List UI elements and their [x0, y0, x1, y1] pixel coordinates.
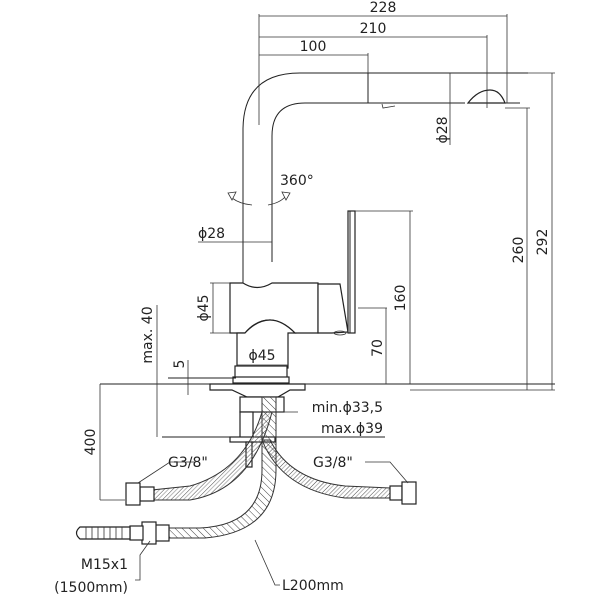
fitting-right-sleeve [389, 485, 403, 501]
lever-plate [347, 210, 356, 334]
dim-gasket: 5 [172, 360, 188, 369]
dim-hole-min: min.ϕ33,5 [312, 400, 383, 416]
dim-overall-reach: 228 [370, 0, 397, 16]
faucet-body [229, 72, 528, 384]
dim-column-diameter: ϕ28 [198, 226, 225, 242]
hoses [75, 396, 417, 545]
label-left-thread: G3/8" [168, 455, 208, 471]
dim-base-diameter: ϕ45 [248, 348, 275, 364]
fitting-left-nut [125, 482, 141, 506]
lever-handle [317, 283, 349, 334]
spout-inner [271, 102, 465, 262]
label-hose-length: L200mm [282, 578, 344, 594]
dimension-lines [99, 14, 555, 586]
connection-labels: G3/8" G3/8" M15x1 (1500mm) L200mm [54, 455, 353, 596]
dim-overall-height: 292 [535, 229, 551, 256]
pullout-ferrule [129, 525, 144, 541]
base-neck [236, 319, 297, 369]
dim-body-diameter: ϕ45 [196, 294, 212, 321]
spray-head [466, 89, 506, 104]
base-collar [232, 376, 290, 384]
base-ring [234, 365, 288, 379]
spout-button [381, 103, 396, 109]
mounting-flange [209, 383, 306, 398]
pullout-nut [141, 521, 157, 545]
dim-spout-outlet-height: 260 [511, 237, 527, 264]
hose-left [151, 411, 273, 501]
pullout-sleeve [154, 524, 170, 542]
spout-outline [242, 72, 528, 290]
dim-spout-diameter: ϕ28 [435, 116, 451, 143]
dim-hole-max: max.ϕ39 [321, 421, 383, 437]
threaded-rod [239, 411, 254, 441]
hose-pullout [167, 396, 277, 539]
fitting-right-nut [401, 481, 417, 505]
label-pullout-thread: M15x1 [81, 557, 128, 573]
dim-swivel: 360° [280, 173, 314, 189]
label-right-thread: G3/8" [313, 455, 353, 471]
dimension-labels: 228 210 100 ϕ28 360° ϕ28 ϕ45 ϕ45 292 260… [83, 0, 551, 455]
dim-spout-reach: 210 [360, 21, 387, 37]
dim-hose-drop: 400 [83, 429, 99, 456]
dim-pullout-start: 100 [300, 39, 327, 55]
fitting-left-sleeve [139, 486, 155, 502]
dim-lever-height: 160 [393, 285, 409, 312]
dim-max-deck: max. 40 [140, 306, 156, 363]
lever-tip [333, 330, 347, 336]
dim-body-height: 70 [370, 339, 386, 357]
label-pullout-length: (1500mm) [54, 580, 128, 596]
